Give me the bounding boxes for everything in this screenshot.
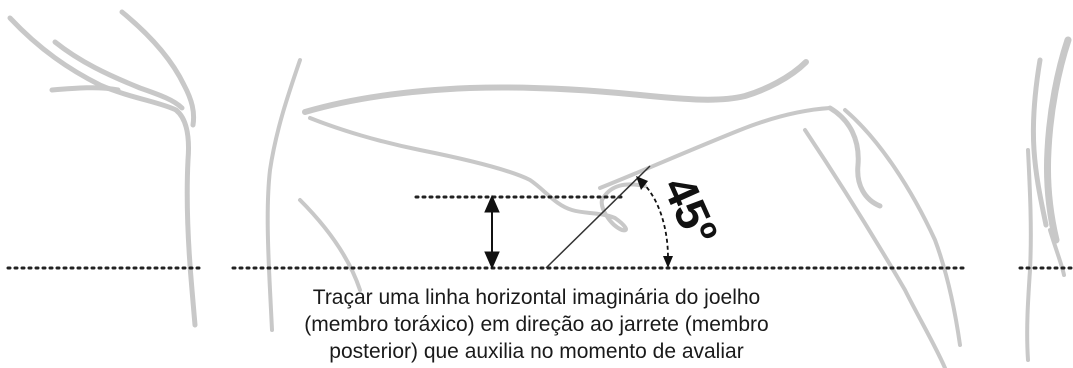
- left-animal-outline: [7, 9, 198, 328]
- caption-line-1: Traçar uma linha horizontal imaginária d…: [312, 286, 761, 309]
- right-animal-outline: [1025, 36, 1072, 362]
- height-double-arrow: [484, 194, 500, 270]
- caption-text: Traçar uma linha horizontal imaginária d…: [200, 284, 873, 365]
- center-animal-outline: [265, 58, 962, 368]
- angle-arc-arrow-top: [636, 176, 648, 190]
- caption-line-3: posterior) que auxilia no momento de ava…: [329, 340, 744, 363]
- caption-line-2: (membro toráxico) em direção ao jarrete …: [304, 313, 769, 336]
- angle-arc-arrow-bottom: [663, 256, 673, 268]
- angle-ray: [545, 165, 651, 269]
- angle-indicator: [545, 165, 673, 269]
- angle-arc: [641, 181, 669, 259]
- guide-lines: [6, 195, 1073, 270]
